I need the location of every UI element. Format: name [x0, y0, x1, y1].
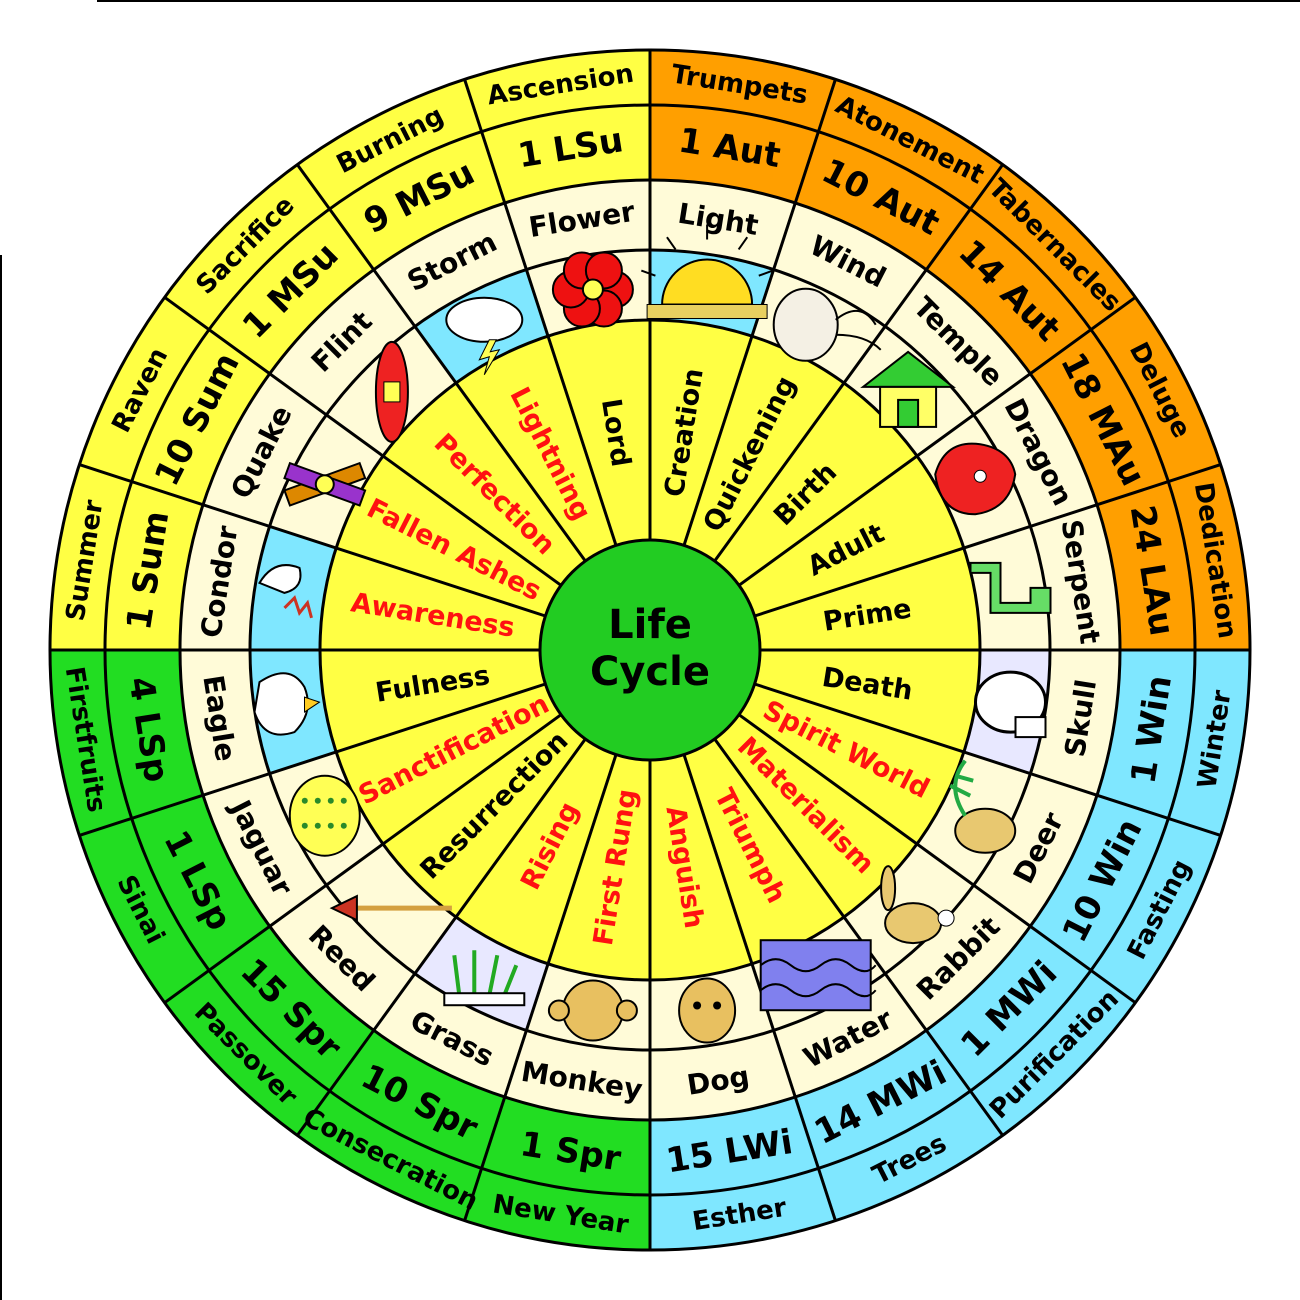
- festival-sector: [464, 50, 650, 204]
- festival-sector: [650, 1096, 836, 1250]
- rabbit-icon: [880, 865, 955, 945]
- center-title-line1: Life: [608, 602, 692, 648]
- sector-divider: [78, 682, 546, 837]
- condor-icon: [258, 564, 313, 619]
- sign-ring-cell: [203, 373, 327, 527]
- sign-ring-cell: [973, 773, 1097, 927]
- sign-ring-cell: [650, 180, 796, 270]
- temple-icon: [860, 350, 957, 428]
- sign-ring-cell: [373, 203, 527, 327]
- sign-ring-cell: [1030, 504, 1120, 650]
- skull-icon: [974, 670, 1048, 739]
- sign-ring-cell: [269, 885, 415, 1031]
- sign-ring-cell: [885, 885, 1031, 1031]
- sector-divider: [163, 296, 562, 587]
- dog-icon: [678, 977, 737, 1044]
- sign-ring-cell: [203, 773, 327, 927]
- sector-divider: [463, 754, 618, 1222]
- sun-icon: [640, 224, 774, 319]
- sector-divider: [296, 163, 587, 562]
- sign-ring-cell: [773, 203, 927, 327]
- sign-ring-cell: [180, 650, 270, 796]
- center-title-line2: Cycle: [590, 649, 710, 695]
- sign-ring-cell: [504, 1030, 650, 1120]
- water-icon: [759, 939, 877, 1012]
- sign-ring-cell: [180, 504, 270, 650]
- sector-divider: [296, 738, 587, 1137]
- sector-divider: [738, 296, 1137, 587]
- sign-ring-cell: [373, 973, 527, 1097]
- sector-divider: [163, 713, 562, 1004]
- jaguar-icon: [288, 774, 361, 857]
- grass-icon: [443, 950, 526, 1007]
- storm-cloud-icon: [445, 296, 524, 376]
- sign-ring-cell: [504, 180, 650, 270]
- icon-cell: [963, 526, 1050, 650]
- wind-face-icon: [772, 287, 882, 362]
- sign-ring-cell: [973, 373, 1097, 527]
- sector-divider: [754, 682, 1222, 837]
- sector-divider: [78, 463, 546, 618]
- festival-sector: [1096, 650, 1250, 836]
- sign-ring-cell: [269, 269, 415, 415]
- sign-ring-cell: [1030, 650, 1120, 796]
- festival-sector: [1096, 464, 1250, 650]
- sector-divider: [682, 754, 837, 1222]
- sector-divider: [463, 78, 618, 546]
- reed-arrow-icon: [329, 894, 452, 922]
- center-hub: Life Cycle: [538, 538, 762, 762]
- serpent-icon: [969, 561, 1052, 614]
- ring-dividers: [50, 50, 1250, 1250]
- sign-ring-cell: [650, 1030, 796, 1120]
- sector-divider: [738, 713, 1137, 1004]
- sign-ring-cell: [885, 269, 1031, 415]
- flint-icon: [374, 340, 409, 443]
- left-border-rule: [0, 255, 2, 1300]
- festival-sector: [464, 1096, 650, 1250]
- day-sign-icons: [253, 224, 1052, 1044]
- quake-icon: [283, 461, 367, 507]
- deer-icon: [949, 759, 1017, 854]
- festival-sector: [50, 650, 204, 836]
- festival-sector: [650, 50, 836, 204]
- sign-ring-cell: [773, 973, 927, 1097]
- sector-divider: [713, 163, 1004, 562]
- center-circle: [538, 538, 762, 762]
- flower-icon: [551, 251, 634, 328]
- festival-sector: [50, 464, 204, 650]
- top-border-rule: [97, 0, 1300, 2]
- sector-divider: [754, 463, 1222, 618]
- monkey-icon: [547, 979, 638, 1042]
- eagle-icon: [253, 672, 321, 736]
- dragon-icon: [934, 442, 1017, 516]
- sector-divider: [713, 738, 1004, 1137]
